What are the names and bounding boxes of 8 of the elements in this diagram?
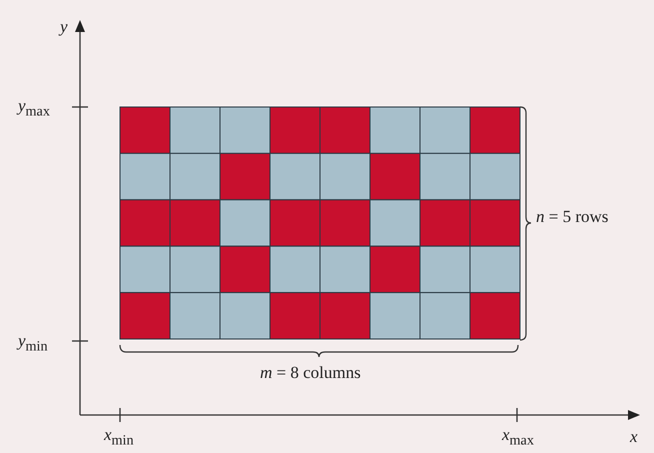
axis-tick-label: x$_{min}$ (104, 426, 134, 448)
axis-tick-label: y$_{min}$ (18, 332, 48, 354)
axis-label: y (60, 18, 68, 35)
axis-label: x (630, 428, 638, 445)
axis-tick-label: x$_{max}$ (502, 426, 534, 448)
dimension-label: m = 8 columns (260, 364, 361, 381)
axis-tick-label: y$_{max}$ (18, 97, 50, 119)
dimension-label: n = 5 rows (536, 208, 608, 225)
